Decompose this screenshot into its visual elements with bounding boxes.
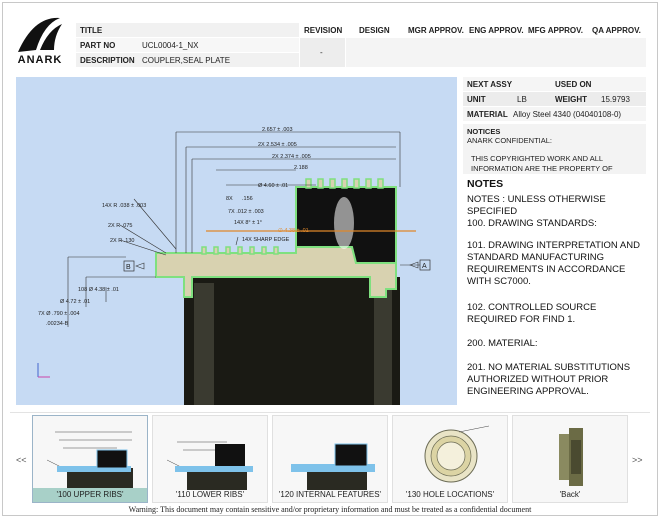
dim-r038: 14X R .038 ± .003 [102, 203, 146, 209]
thumb-back-icon [559, 428, 583, 486]
dimension-lines [67, 131, 420, 327]
dim-472: Ø 4.72 ± .01 [60, 299, 90, 305]
thumb-back[interactable]: 'Back' [512, 415, 628, 503]
logo-text: ANARK [17, 54, 63, 66]
revision-value: - [320, 48, 323, 57]
notices-line-2: THIS COPYRIGHTED WORK AND ALL [471, 154, 604, 163]
used-on-label: USED ON [555, 80, 592, 89]
dim-460: Ø 4.60 ± .01 [258, 183, 288, 189]
part-no-row [76, 38, 299, 52]
notes-line-0: NOTES : UNLESS OTHERWISE SPECIFIED [467, 194, 606, 217]
datum-b-arrow [135, 262, 145, 270]
dim-r075: 2X R .075 [108, 223, 132, 229]
dim-8x: 8X [226, 196, 233, 202]
unit-label: UNIT [467, 95, 486, 104]
datum-a-label: A [422, 263, 427, 270]
approval-eng: ENG APPROV. [469, 26, 524, 35]
datum-a-box [419, 259, 431, 271]
datum-b-box [123, 260, 135, 272]
dim-datum-ref: .00234-B [46, 321, 69, 327]
thumbnail-strip: << '100 UPPER RIBS' '110 LOWER RIBS' '12… [10, 412, 650, 504]
datum-b-label: B [126, 264, 131, 271]
next-assy-label: NEXT ASSY [467, 80, 513, 89]
thumb-internal-features-caption: '120 INTERNAL FEATURES' [278, 490, 382, 499]
dim-2657: 2.657 ± .003 [262, 127, 293, 133]
thumb-hole-locations[interactable]: '130 HOLE LOCATIONS' [392, 415, 508, 503]
approval-design: DESIGN [359, 26, 390, 35]
thumb-lower-ribs-caption: '110 LOWER RIBS' [175, 490, 245, 499]
thumb-internal-features-icon [291, 443, 375, 490]
dim-sharp-edge: 14X SHARP EDGE [242, 237, 290, 243]
dim-012: 7X .012 ± .003 [228, 209, 264, 215]
notices-box: NOTICES ANARK CONFIDENTIAL: THIS COPYRIG… [463, 124, 646, 174]
axis-triad-icon [37, 363, 50, 378]
notices-line-3: INFORMATION ARE THE PROPERTY OF [471, 164, 613, 173]
notes-line-100: 100. DRAWING STANDARDS: [467, 218, 597, 229]
thumb-upper-ribs-caption: '100 UPPER RIBS' [33, 488, 147, 502]
section-view-svg[interactable]: 2.657 ± .003 2X 2.534 ± .005 2X 2.374 ± … [16, 77, 457, 405]
drawing-viewport[interactable]: 2.657 ± .003 2X 2.534 ± .005 2X 2.374 ± … [16, 77, 457, 405]
thumb-lower-ribs[interactable]: '110 LOWER RIBS' [152, 415, 268, 503]
dim-8deg: 14X 8° ± 1° [234, 220, 262, 226]
notes-line-101: 101. DRAWING INTERPRETATION AND STANDARD… [467, 240, 640, 287]
bore-wall-left [194, 283, 214, 405]
material-row: MATERIAL Alloy Steel 4340 (04040108-0) [463, 107, 646, 121]
material-label: MATERIAL [467, 110, 508, 119]
anark-logo-icon [18, 17, 62, 52]
dim-438: 108 Ø 4.38 ± .01 [78, 287, 119, 293]
thumb-hole-locations-icon [424, 425, 490, 483]
dim-orange: ∅ 4.38 ± .01 [278, 227, 309, 234]
description-label: DESCRIPTION [80, 56, 135, 65]
approval-qa: QA APPROV. [592, 26, 641, 35]
part-no-value: UCL0004-1_NX [142, 41, 199, 50]
weight-label: WEIGHT [555, 95, 587, 104]
notices-line-1: ANARK CONFIDENTIAL: [467, 136, 553, 145]
thumb-internal-features[interactable]: '120 INTERNAL FEATURES' [272, 415, 388, 503]
notices-heading: NOTICES [467, 127, 501, 136]
dim-2534: 2X 2.534 ± .005 [258, 142, 297, 148]
dim-2188: 2.188 [294, 165, 308, 171]
thumb-back-caption: 'Back' [559, 490, 581, 499]
description-value: COUPLER,SEAL PLATE [142, 56, 231, 65]
hub-reflection [334, 197, 354, 249]
notes-line-201: 201. NO MATERIAL SUBSTITUTIONS AUTHORIZE… [467, 362, 631, 397]
bore-body [184, 277, 400, 405]
unit-row: UNIT LB WEIGHT 15.9793 [463, 92, 646, 106]
approval-mgr: MGR APPROV. [408, 26, 464, 35]
dim-156: .156 [242, 196, 253, 202]
title-row [76, 23, 299, 37]
thumb-lower-ribs-icon [166, 441, 253, 490]
revision-cell [300, 38, 345, 67]
part-no-label: PART NO [80, 41, 116, 50]
material-value: Alloy Steel 4340 (04040108-0) [513, 110, 622, 119]
thumb-upper-ribs[interactable]: '100 UPPER RIBS' [32, 415, 148, 503]
description-row [76, 53, 299, 67]
lower-ribs[interactable] [201, 246, 279, 255]
confidential-warning: Warning: This document may contain sensi… [128, 505, 532, 514]
revision-label: REVISION [304, 26, 343, 35]
bore-wall-right [374, 283, 392, 405]
next-arrow-icon[interactable]: >> [632, 455, 643, 465]
notes-line-200: 200. MATERIAL: [467, 338, 538, 349]
dim-r130: 2X R .130 [110, 238, 134, 244]
dim-2374: 2X 2.374 ± .005 [272, 154, 311, 160]
thumb-upper-ribs-icon [46, 431, 133, 490]
notes-line-102: 102. CONTROLLED SOURCE REQUIRED FOR FIND… [467, 302, 597, 325]
prev-arrow-icon[interactable]: << [16, 455, 27, 465]
thumb-hole-locations-caption: '130 HOLE LOCATIONS' [405, 490, 495, 499]
next-assy-row: NEXT ASSY USED ON [463, 77, 646, 91]
approval-mfg: MFG APPROV. [528, 26, 583, 35]
anark-logo: ANARK [10, 14, 70, 68]
approvals-cells [346, 38, 646, 67]
upper-ribs[interactable] [305, 178, 384, 189]
dim-790: 7X Ø .790 ± .004 [38, 311, 80, 317]
title-label: TITLE [80, 26, 103, 35]
notes-heading: NOTES [467, 178, 504, 190]
weight-value: 15.9793 [601, 95, 630, 104]
unit-value: LB [517, 95, 527, 104]
datum-a-arrow [409, 261, 419, 269]
